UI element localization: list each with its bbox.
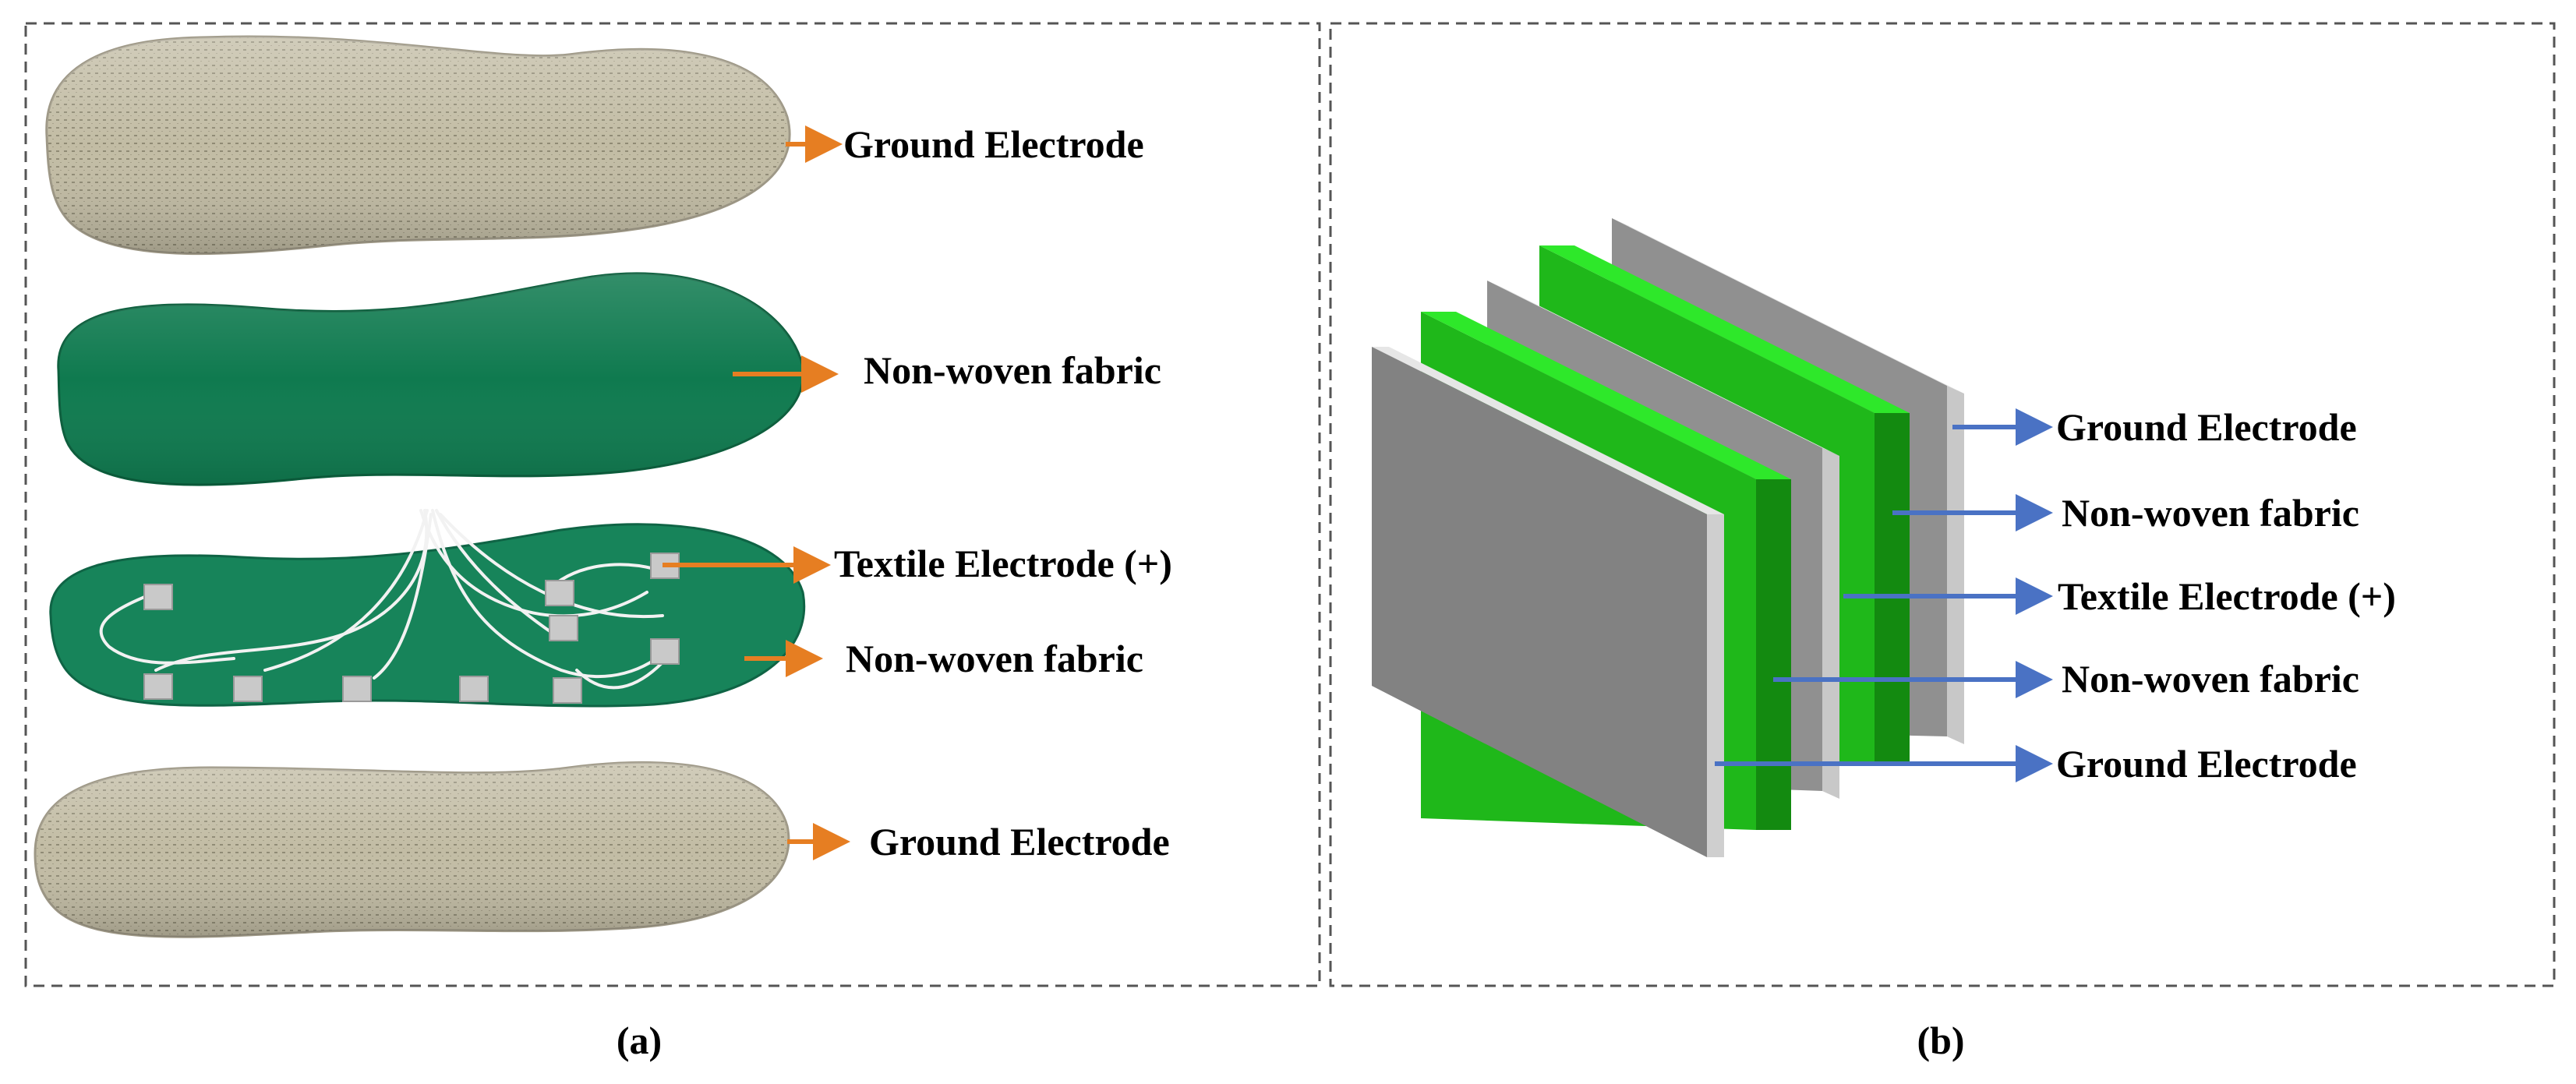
label-b-textile-electrode: Textile Electrode (+)	[2058, 574, 2396, 618]
label-b-non-woven-fabric-bottom: Non-woven fabric	[2062, 657, 2359, 701]
label-a-non-woven-fabric-top: Non-woven fabric	[864, 348, 1161, 392]
ground-electrode-plate-front	[1372, 347, 1724, 857]
ground-electrode-insole-photo	[34, 761, 790, 938]
panel-b-arrows	[1715, 408, 2053, 782]
caption-b: (b)	[1917, 1019, 1964, 1062]
label-b-ground-electrode-bottom: Ground Electrode	[2056, 742, 2357, 786]
label-a-textile-electrode: Textile Electrode (+)	[834, 542, 1172, 585]
panel-a-border	[24, 22, 1321, 987]
layer-stack-diagram	[1372, 218, 1964, 857]
label-b-ground-electrode-top: Ground Electrode	[2056, 405, 2357, 449]
panel-b-border	[1329, 22, 2556, 987]
panel-a-arrows	[663, 125, 850, 860]
textile-electrode-insole-photo	[49, 509, 806, 708]
non-woven-fabric-insole-photo	[48, 269, 805, 486]
label-a-ground-electrode-bottom: Ground Electrode	[869, 820, 1170, 863]
label-a-non-woven-fabric-bottom: Non-woven fabric	[846, 637, 1143, 680]
ground-electrode-insole-photo	[45, 35, 791, 256]
caption-a: (a)	[617, 1019, 662, 1062]
label-a-ground-electrode-top: Ground Electrode	[843, 122, 1144, 166]
label-b-non-woven-fabric-top: Non-woven fabric	[2062, 491, 2359, 535]
